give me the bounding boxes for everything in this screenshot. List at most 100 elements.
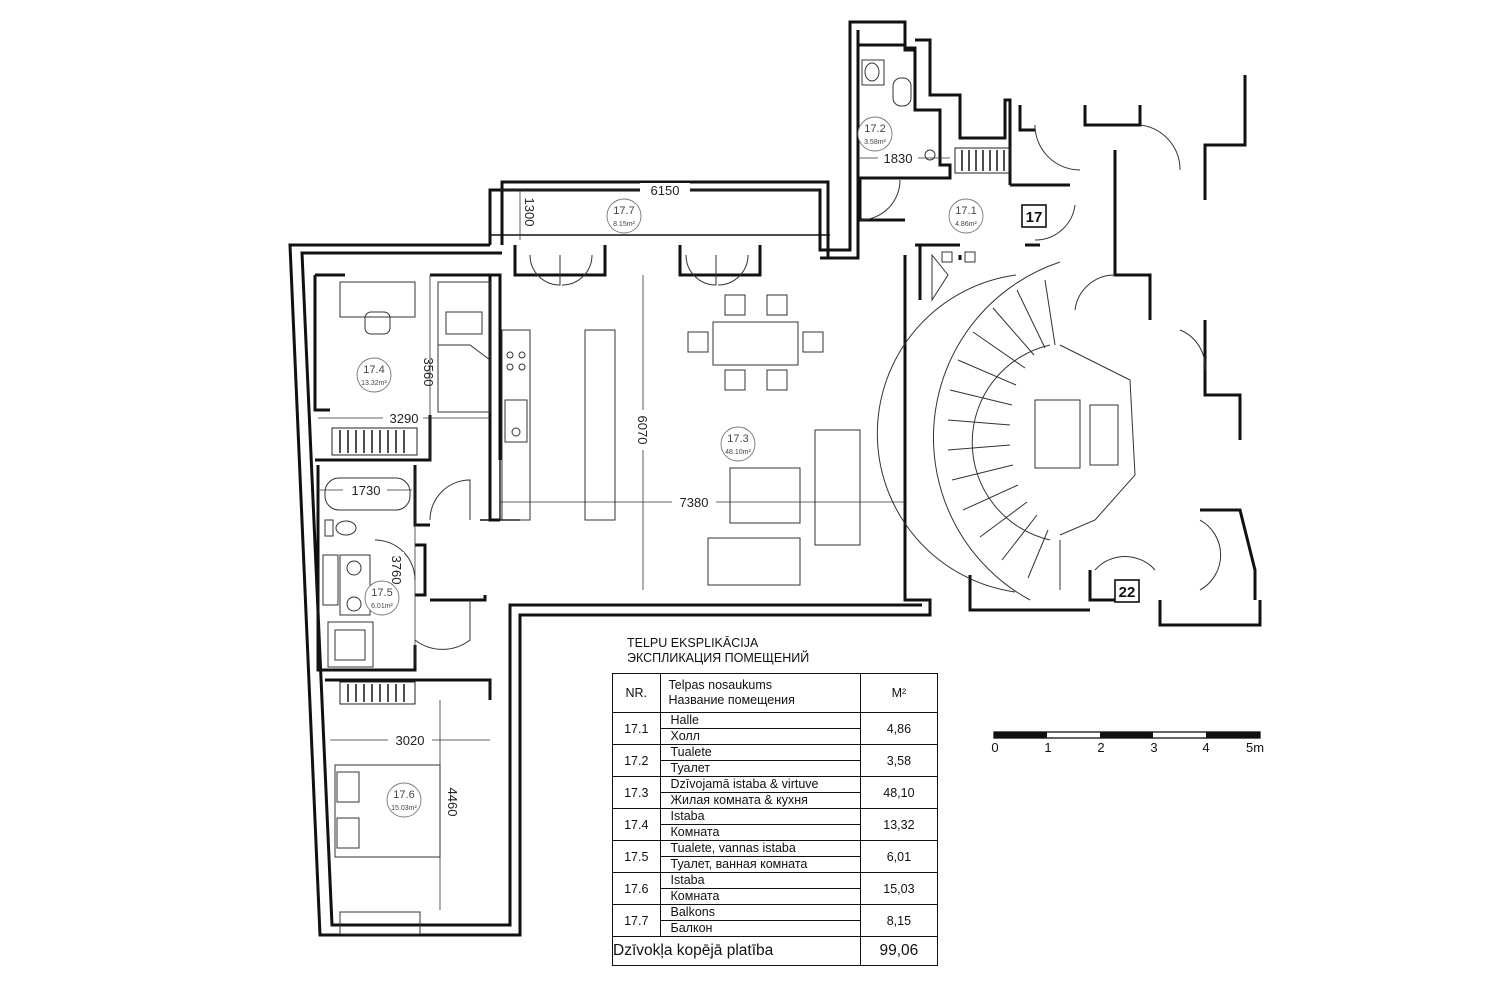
header-name-lv: Telpas nosaukums	[668, 678, 773, 692]
svg-text:13.32m²: 13.32m²	[361, 380, 387, 387]
row-name-lv: Balkons	[660, 905, 860, 921]
row-name-ru: Туалет, ванная комната	[670, 857, 808, 871]
room-label-17-3: 17.3 48.10m²	[720, 426, 756, 462]
row-name-lv: Istaba	[660, 809, 860, 825]
row-name-ru: Холл	[670, 729, 700, 743]
row-name-ru: Комната	[670, 889, 720, 903]
row-nr: 17.2	[612, 744, 661, 777]
row-name-lv: Halle	[660, 713, 860, 729]
dim-room6-height: 4460	[445, 788, 460, 817]
row-area: 15,03	[859, 872, 939, 905]
dim-room6-width: 3020	[396, 733, 425, 748]
row-nr: 17.3	[612, 776, 661, 809]
row-name-lv: Istaba	[660, 873, 860, 889]
row-name-ru: Комната	[670, 825, 720, 839]
row-nr: 17.4	[612, 808, 661, 841]
svg-text:17.6: 17.6	[393, 789, 414, 801]
room-label-17-7: 17.7 8.15m²	[606, 198, 642, 234]
svg-text:15.03m²: 15.03m²	[391, 805, 417, 812]
room-label-17-6: 17.6 15.03m²	[386, 782, 422, 818]
apartment-marker-17: 17	[1021, 204, 1047, 228]
total-row: Dzīvokļa kopējā platība 99,06	[612, 936, 939, 966]
header-area: M²	[859, 673, 939, 713]
scale-bar: 0 1 2 3 4 5m	[991, 730, 1265, 760]
row-name-lv: Tualete, vannas istaba	[660, 841, 860, 857]
scale-label: 0	[991, 740, 999, 755]
row-name-ru: Балкон	[670, 921, 713, 935]
room-label-17-4: 17.4 13.32m²	[356, 357, 392, 393]
svg-text:17: 17	[1026, 209, 1043, 226]
scale-label: 1	[1044, 740, 1052, 755]
dim-room4-height: 3560	[421, 358, 436, 387]
svg-text:22: 22	[1119, 584, 1136, 601]
svg-text:17.1: 17.1	[955, 205, 976, 217]
row-area: 3,58	[859, 744, 939, 777]
dim-bath-width: 1730	[352, 483, 381, 498]
header-nr: NR.	[612, 673, 661, 713]
row-area: 48,10	[859, 776, 939, 809]
explication-table: NR. Telpas nosaukums Название помещения …	[612, 673, 939, 966]
window-hatch-room4	[331, 427, 418, 456]
svg-text:4.86m²: 4.86m²	[955, 221, 977, 228]
window-hatch-room6	[339, 681, 416, 705]
room-label-17-1: 17.1 4.86m²	[948, 198, 984, 234]
spiral-staircase	[876, 251, 1136, 601]
scale-bar-graphic	[993, 731, 1261, 739]
svg-text:17.5: 17.5	[371, 587, 392, 599]
explication-title-lv: TELPU EKSPLIKĀCIJA	[627, 636, 759, 650]
dim-balcony-length: 6150	[651, 183, 680, 198]
row-nr: 17.1	[612, 712, 661, 745]
row-name-lv: Dzīvojamā istaba & virtuve	[660, 777, 860, 793]
svg-text:17.4: 17.4	[363, 364, 384, 376]
window-hatch-hall	[954, 147, 1011, 174]
dim-living-width: 7380	[680, 495, 709, 510]
scale-label: 4	[1202, 740, 1210, 755]
svg-text:48.10m²: 48.10m²	[725, 449, 751, 456]
doors	[374, 124, 1222, 650]
header-name-ru: Название помещения	[668, 693, 795, 707]
room-label-17-5: 17.5 6.01m²	[364, 580, 400, 616]
row-area: 6,01	[859, 840, 939, 873]
dim-living-depth: 6070	[635, 416, 650, 445]
row-area: 4,86	[859, 712, 939, 745]
dim-balcony-depth: 1300	[522, 198, 537, 227]
row-name-ru: Туалет	[670, 761, 711, 775]
svg-text:8.15m²: 8.15m²	[613, 221, 635, 228]
interior-walls	[313, 245, 762, 700]
explication-title-ru: ЭКСПЛИКАЦИЯ ПОМЕЩЕНИЙ	[627, 651, 810, 665]
svg-text:17.7: 17.7	[613, 205, 634, 217]
row-nr: 17.5	[612, 840, 661, 873]
total-label: Dzīvokļa kopējā platība	[612, 936, 861, 966]
table-header: NR. Telpas nosaukums Название помещения …	[612, 673, 939, 713]
apartment-marker-22: 22	[1114, 579, 1140, 603]
svg-text:6.01m²: 6.01m²	[371, 603, 393, 610]
svg-text:17.2: 17.2	[864, 123, 885, 135]
svg-text:3.58m²: 3.58m²	[864, 139, 886, 146]
row-area: 13,32	[859, 808, 939, 841]
row-area: 8,15	[859, 904, 939, 937]
scale-label: 5m	[1245, 740, 1265, 755]
row-nr: 17.7	[612, 904, 661, 937]
dim-bath-height: 3760	[389, 556, 404, 585]
header-name: Telpas nosaukums Название помещения	[659, 673, 861, 713]
room-label-17-2: 17.2 3.58m²	[857, 116, 893, 152]
row-nr: 17.6	[612, 872, 661, 905]
dim-room4-width: 3290	[390, 411, 419, 426]
explication-title: TELPU EKSPLIKĀCIJA ЭКСПЛИКАЦИЯ ПОМЕЩЕНИЙ	[627, 636, 809, 666]
scale-label: 3	[1150, 740, 1158, 755]
dimension-labels: 6150 1300 1830 3560 3290 1730 3760 6070 …	[343, 150, 918, 822]
